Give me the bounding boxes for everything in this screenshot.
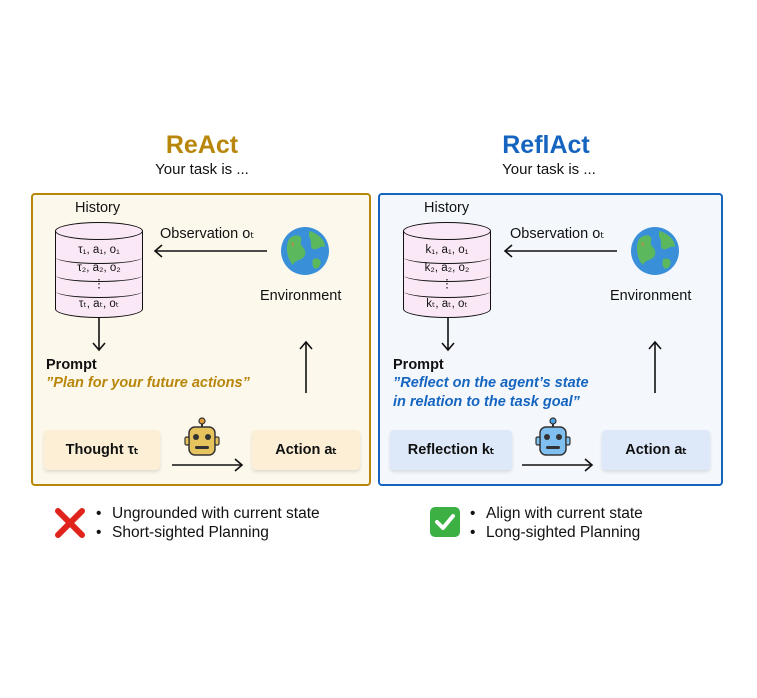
globe-icon xyxy=(281,227,329,275)
react-thought-to-action-arrow xyxy=(172,458,244,472)
reflection-box: Reflection kₜ xyxy=(390,430,512,470)
react-observation-arrow xyxy=(153,244,267,258)
reflact-prompt-line-2: in relation to the task goal” xyxy=(393,394,580,410)
db-row: k₁, a₁, o₁ xyxy=(425,244,469,256)
react-bullet-1: •Ungrounded with current state xyxy=(96,505,320,522)
react-title: ReAct xyxy=(165,131,239,159)
check-mark-icon xyxy=(430,507,460,537)
react-observation-label: Observation oₜ xyxy=(160,226,255,242)
cross-mark-icon xyxy=(55,508,85,538)
db-row: τₜ, aₜ, oₜ xyxy=(78,298,120,310)
globe-icon xyxy=(631,227,679,275)
thought-box: Thought τₜ xyxy=(44,430,160,470)
reflact-action-box: Action aₜ xyxy=(602,430,710,470)
react-prompt-text: ”Plan for your future actions” xyxy=(46,375,250,391)
db-row: ⋮ xyxy=(93,278,105,290)
reflact-observation-arrow xyxy=(503,244,617,258)
react-history-database: τ₁, a₁, o₁ τ₂, a₂, o₂ ⋮ τₜ, aₜ, oₜ xyxy=(55,222,145,318)
react-bullet-2: •Short-sighted Planning xyxy=(96,524,269,541)
db-row: ⋮ xyxy=(441,278,453,290)
db-row: τ₁, a₁, o₁ xyxy=(78,244,120,256)
reflact-subtitle: Your task is ... xyxy=(502,161,596,178)
reflact-observation-label: Observation oₜ xyxy=(510,226,605,242)
reflact-prompt-label: Prompt xyxy=(393,357,444,373)
reflact-history-down-arrow xyxy=(441,318,455,352)
reflact-prompt-line-1: ”Reflect on the agent’s state xyxy=(393,375,589,391)
react-environment-label: Environment xyxy=(260,288,342,304)
react-prompt-label: Prompt xyxy=(46,357,97,373)
reflact-bullet-1: •Align with current state xyxy=(470,505,643,522)
react-action-box: Action aₜ xyxy=(252,430,360,470)
react-history-label: History xyxy=(75,200,121,216)
robot-icon xyxy=(535,417,571,456)
db-row: k₂, a₂, o₂ xyxy=(424,262,470,274)
reflact-bullet-2: •Long-sighted Planning xyxy=(470,524,641,541)
robot-icon xyxy=(184,417,220,456)
reflact-history-database: k₁, a₁, o₁ k₂, a₂, o₂ ⋮ kₜ, aₜ, oₜ xyxy=(403,222,493,318)
reflact-reflection-to-action-arrow xyxy=(522,458,594,472)
reflact-history-label: History xyxy=(424,200,470,216)
db-row: τ₂, a₂, o₂ xyxy=(77,262,121,274)
reflact-title: ReflAct xyxy=(502,131,590,159)
react-history-down-arrow xyxy=(92,318,106,352)
react-subtitle: Your task is ... xyxy=(155,161,249,178)
reflact-action-up-arrow xyxy=(648,340,662,393)
reflact-environment-label: Environment xyxy=(610,288,692,304)
react-action-up-arrow xyxy=(299,340,313,393)
db-row: kₜ, aₜ, oₜ xyxy=(426,298,468,310)
